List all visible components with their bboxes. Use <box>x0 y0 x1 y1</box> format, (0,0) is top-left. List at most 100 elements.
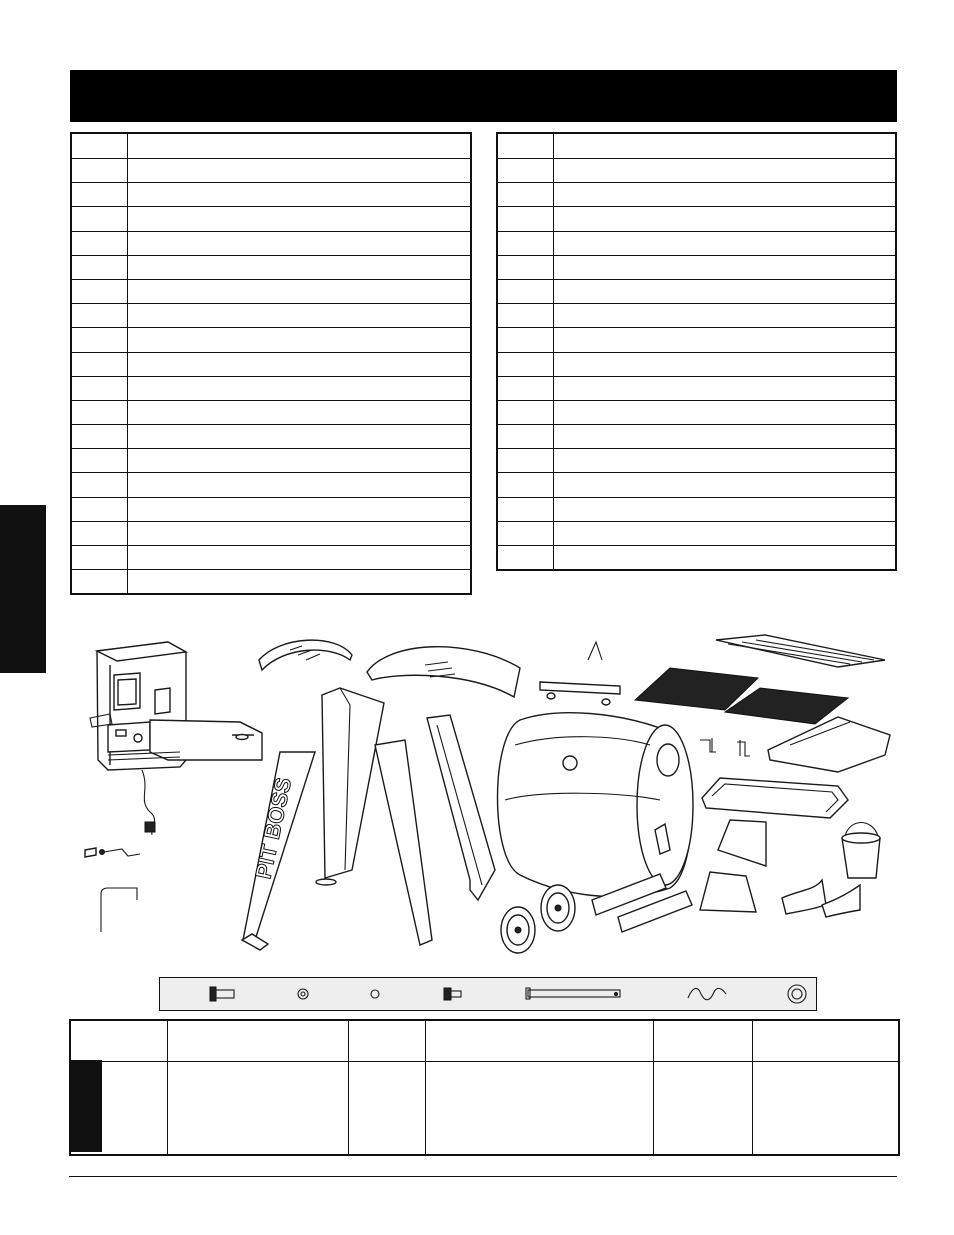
lid-upper-right <box>366 646 521 699</box>
lower-tray <box>701 777 849 819</box>
leg-rear-left <box>315 687 385 886</box>
table-row <box>496 351 897 377</box>
part-description-cell <box>127 569 472 595</box>
col-no-header <box>70 132 128 159</box>
table-row <box>496 278 897 305</box>
part-number-cell <box>496 254 554 280</box>
table-row <box>496 157 897 184</box>
table-row <box>70 230 472 256</box>
part-number-cell <box>496 448 554 474</box>
diffuser-plate <box>699 871 757 913</box>
part-number-cell <box>70 351 128 377</box>
part-number-cell <box>70 230 128 256</box>
bottom-table-col-2 <box>168 1021 349 1154</box>
side-tab <box>0 505 46 673</box>
part-description-cell <box>553 496 897 522</box>
hardware-icons <box>209 984 807 1004</box>
table-row <box>496 545 897 571</box>
part-number-cell <box>70 520 128 547</box>
cooking-grate-right <box>723 687 850 725</box>
bottom-table <box>69 1019 900 1156</box>
part-number-cell <box>496 520 554 547</box>
table-row <box>70 254 472 280</box>
spring-clip-icon <box>687 987 727 1001</box>
table-row <box>496 520 897 547</box>
table-row <box>496 472 897 498</box>
axle-pin-icon <box>525 987 621 1000</box>
heat-baffle <box>717 819 767 867</box>
large-washer-icon <box>787 984 807 1004</box>
table-row <box>70 569 472 595</box>
part-description-cell <box>127 399 472 426</box>
wheel-left <box>500 906 536 954</box>
bolt-icon <box>443 987 462 1001</box>
part-number-cell <box>70 182 128 208</box>
lid-upper-left <box>258 639 353 672</box>
leg-rear-right <box>426 714 496 902</box>
part-description-cell <box>553 157 897 184</box>
smoker-barrel <box>496 711 694 898</box>
leg-front-logo: PIT BOSS <box>240 751 316 951</box>
part-number-cell <box>70 569 128 595</box>
part-description-cell <box>127 424 472 450</box>
table-row <box>70 424 472 450</box>
part-description-cell <box>127 254 472 280</box>
bottom-table-col-5 <box>654 1021 753 1154</box>
table-row <box>70 399 472 426</box>
part-number-cell <box>70 303 128 329</box>
part-description-cell <box>553 520 897 547</box>
table-row <box>70 448 472 474</box>
part-number-cell <box>70 206 128 232</box>
part-description-cell <box>127 230 472 256</box>
table-row <box>70 157 472 184</box>
cooking-grate-top <box>715 634 886 668</box>
part-number-cell <box>70 448 128 474</box>
col-description-header <box>553 132 897 159</box>
part-number-cell <box>496 206 554 232</box>
igniter-rod <box>84 847 141 858</box>
cart-brackets <box>781 878 861 918</box>
bottom-table-header-line <box>71 1061 898 1062</box>
lid-handle-bar <box>539 640 621 706</box>
table-row <box>496 496 897 522</box>
probe-bracket <box>100 887 138 932</box>
cooking-grate-left <box>633 667 760 711</box>
hopper-assembly <box>89 641 263 836</box>
part-number-cell <box>70 254 128 280</box>
footer-rule <box>69 1176 897 1177</box>
bottom-table-col-1 <box>71 1021 168 1154</box>
bottom-table-col-3 <box>349 1021 426 1154</box>
part-number-cell <box>496 424 554 450</box>
front-panels <box>591 873 693 933</box>
part-description-cell <box>553 278 897 305</box>
table-row <box>70 520 472 547</box>
part-description-cell <box>553 351 897 377</box>
part-description-cell <box>127 206 472 232</box>
hardware-strip <box>159 977 817 1011</box>
part-description-cell <box>127 182 472 208</box>
bottom-table-col-4 <box>426 1021 654 1154</box>
table-row <box>70 182 472 208</box>
part-description-cell <box>127 544 472 571</box>
part-number-cell <box>496 545 554 571</box>
part-number-cell <box>70 544 128 571</box>
part-number-cell <box>70 327 128 353</box>
right-table-header-row <box>496 132 897 159</box>
side-shelf <box>767 716 891 773</box>
part-number-cell <box>496 157 554 184</box>
wheel-right <box>540 884 576 932</box>
parts-table-right <box>496 132 897 572</box>
part-description-cell <box>553 545 897 571</box>
part-description-cell <box>553 399 897 426</box>
parts-table-left <box>70 132 472 596</box>
grate-brackets <box>700 738 750 757</box>
table-row <box>496 399 897 426</box>
bottom-table-marker <box>70 1060 102 1152</box>
grease-bucket <box>841 821 881 879</box>
part-description-cell <box>127 520 472 547</box>
page-header-bar <box>70 70 897 122</box>
flat-washer-icon <box>297 988 309 1000</box>
table-row <box>70 206 472 232</box>
screw-icon <box>209 986 235 1002</box>
